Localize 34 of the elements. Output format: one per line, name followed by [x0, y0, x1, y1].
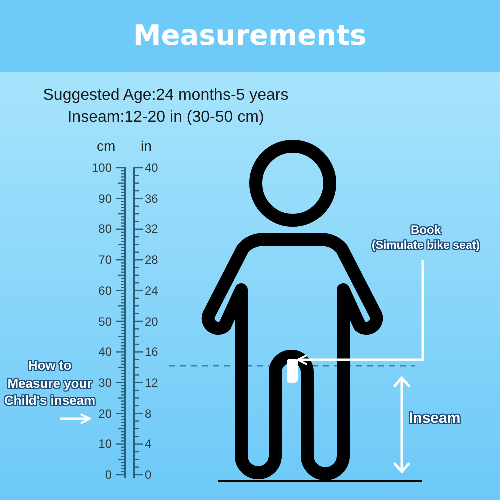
- scale-number: 70: [98, 253, 112, 268]
- scale-number: 4: [145, 437, 153, 452]
- scale-number: 40: [145, 161, 160, 175]
- scale-number: 80: [98, 222, 112, 236]
- book-block: [287, 359, 298, 383]
- unit-label: in: [141, 138, 152, 154]
- scale-number: 90: [98, 192, 112, 206]
- scale-number: 16: [145, 345, 160, 360]
- scale-number: 0: [145, 468, 153, 482]
- scale-number: 32: [145, 222, 160, 236]
- callout-title: Book: [411, 222, 441, 238]
- instruction-text: How to Measure your Child's inseam: [3, 357, 97, 410]
- scale-number: 50: [98, 314, 112, 328]
- leader-arrow: [297, 260, 424, 366]
- scale-number: 30: [98, 376, 112, 390]
- scale-number: 12: [145, 376, 160, 390]
- scale-number: 24: [145, 284, 160, 298]
- scale-number: 10: [98, 437, 112, 452]
- scale-number: 0: [104, 468, 112, 482]
- dimension-label: Inseam: [409, 410, 461, 428]
- scale-number: 8: [145, 406, 153, 421]
- scale-number: 100: [90, 161, 112, 175]
- scale-number: 36: [145, 192, 160, 206]
- scale-number: 40: [98, 345, 112, 360]
- scale-number: 20: [98, 406, 112, 421]
- unit-label: cm: [97, 138, 116, 154]
- info-text: Suggested Age:24 months-5 years: [42, 86, 290, 106]
- callout-text: (Simulate bike seat): [372, 239, 480, 254]
- pointer-arrow: [60, 414, 91, 424]
- scale-number: 28: [145, 253, 160, 268]
- scale-number: 60: [98, 284, 112, 298]
- title: Measurements: [133, 20, 367, 52]
- scale-number: 20: [145, 314, 160, 328]
- info-text: Inseam:12-20 in (30-50 cm): [66, 108, 266, 128]
